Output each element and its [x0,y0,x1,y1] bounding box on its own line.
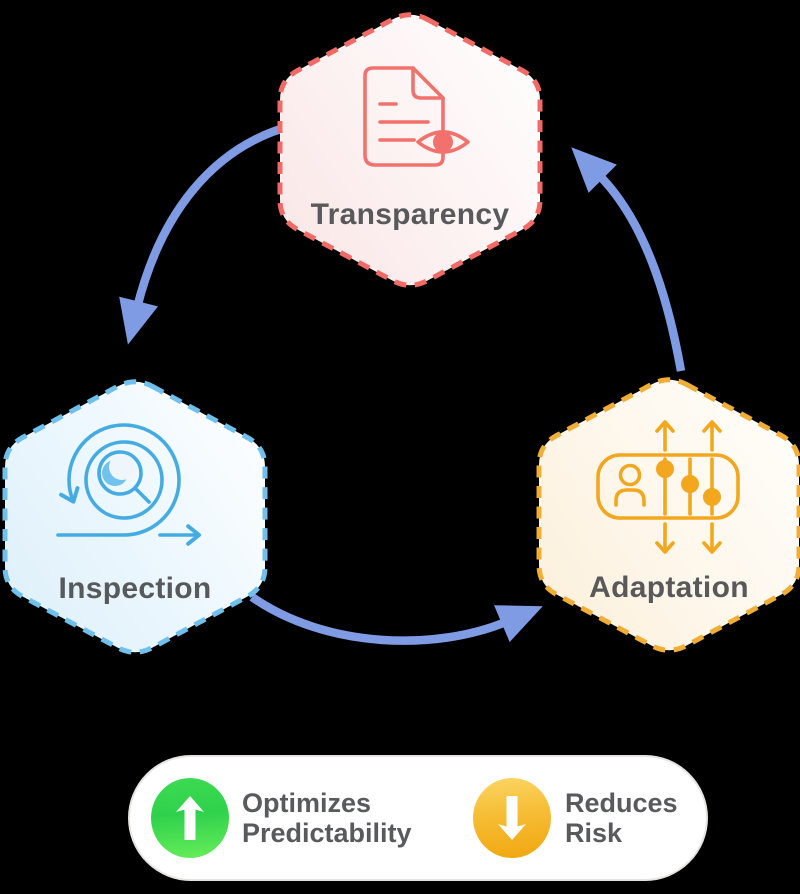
arrow-transparency-to-inspection [119,120,296,345]
document-eye-icon [363,66,470,167]
transparency-hexagon-border [277,12,543,288]
adaptation-hexagon-border [536,377,800,653]
optimizes-badge [151,778,229,858]
node-adaptation: Adaptation [534,370,800,660]
node-transparency: Transparency [275,5,545,295]
node-label-inspection: Inspection [58,572,212,605]
reduces-line2: Risk [565,818,623,848]
team-sliders-arrows-icon [596,420,740,554]
transparency-hexagon [277,12,543,288]
sprint-loop-magnifier-icon [56,423,202,546]
node-label-transparency: Transparency [310,198,510,231]
optimizes-label: Optimizes Predictability [242,788,412,848]
legend-pill: Optimizes Predictability Reduces Risk [128,755,708,881]
adaptation-hexagon [536,377,800,653]
arrow-adaptation-to-transparency [571,147,686,372]
reduces-line1: Reduces [565,788,678,818]
down-arrow-icon [498,796,526,840]
reduces-label: Reduces Risk [565,788,678,848]
optimizes-line1: Optimizes [242,788,372,818]
optimizes-line2: Predictability [242,818,412,848]
reduces-badge [473,778,551,858]
node-label-adaptation: Adaptation [589,571,749,604]
arrow-inspection-to-adaptation [249,593,543,645]
up-arrow-icon [176,796,204,840]
node-inspection: Inspection [0,372,270,662]
